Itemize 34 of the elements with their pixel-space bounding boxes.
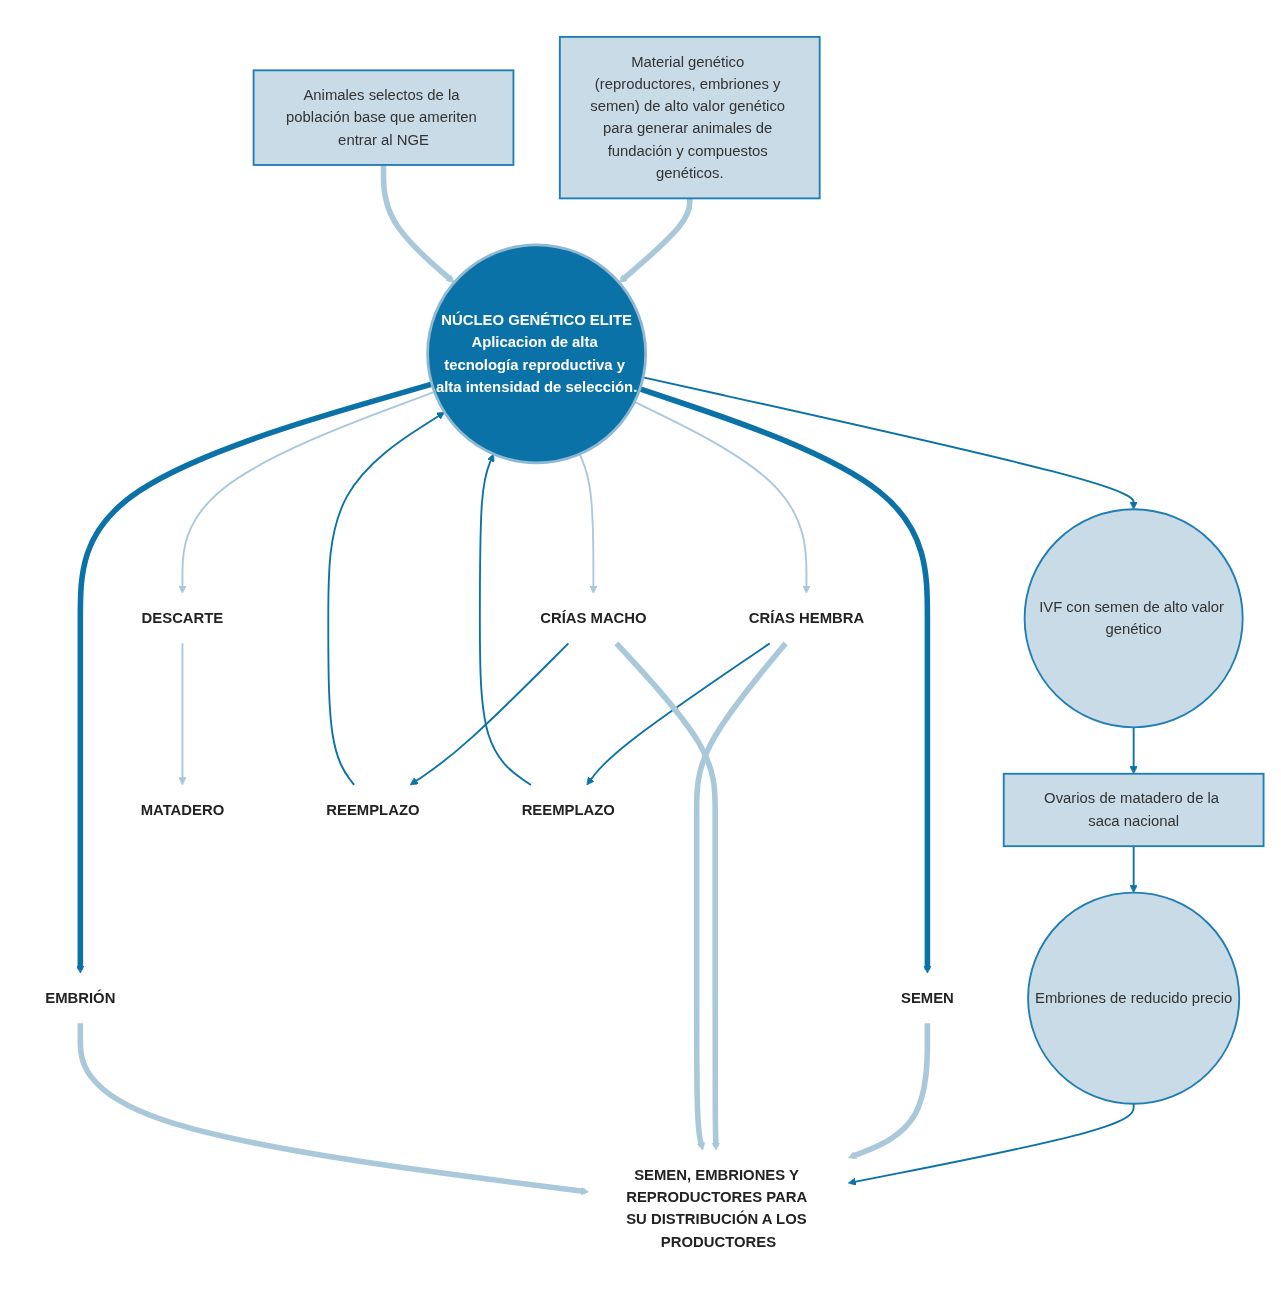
node-text: MATADERO — [140, 801, 225, 818]
node-box: Ovarios de matadero de la saca nacional — [1002, 772, 1265, 848]
arrow — [586, 642, 771, 786]
arrow — [1129, 845, 1138, 893]
node-box: Material genético (reproductores, embriones y semen) de alto valor genético para generar animales de fundación y compuestos genéticos. — [558, 36, 821, 200]
arrow — [478, 453, 532, 786]
node-circle: IVF con semen de alto valor genético — [1023, 508, 1244, 729]
arrow — [578, 453, 598, 594]
node-box: Animales selectos de la población base que ameriten entrar al NGE — [252, 69, 515, 166]
arrow — [178, 642, 187, 786]
arrow — [76, 381, 433, 974]
arrow — [380, 165, 455, 283]
arrow — [693, 641, 788, 1151]
arrow — [614, 641, 720, 1151]
arrow — [848, 1023, 931, 1160]
node-text: SEMEN — [901, 989, 954, 1006]
arrow — [327, 411, 445, 786]
arrow — [409, 642, 570, 786]
arrow — [618, 198, 693, 283]
node-text: REEMPLAZO — [326, 801, 420, 818]
node-text: DESCARTE — [141, 609, 224, 626]
arrow — [639, 386, 932, 974]
arrow — [848, 1102, 1135, 1186]
node-text: CRÍAS MACHO — [540, 609, 647, 626]
node-circle: NÚCLEO GENÉTICO ELITE Aplicacion de alta tecnología reproductiva y alta intensidad de selección. — [426, 243, 648, 465]
node-text: CRÍAS HEMBRA — [748, 609, 865, 626]
node-text: EMBRIÓN — [45, 989, 116, 1006]
arrow — [633, 400, 811, 594]
arrow — [1129, 726, 1138, 775]
arrow — [642, 376, 1138, 510]
node-text: SEMEN, EMBRIONES Y REPRODUCTORES PARA SU DISTRIBUCIÓN A LOS PRODUCTORES — [626, 1166, 807, 1250]
node-text: REEMPLAZO — [521, 801, 615, 818]
node-circle: Embriones de reducido precio — [1027, 891, 1241, 1105]
arrow — [77, 1023, 589, 1196]
